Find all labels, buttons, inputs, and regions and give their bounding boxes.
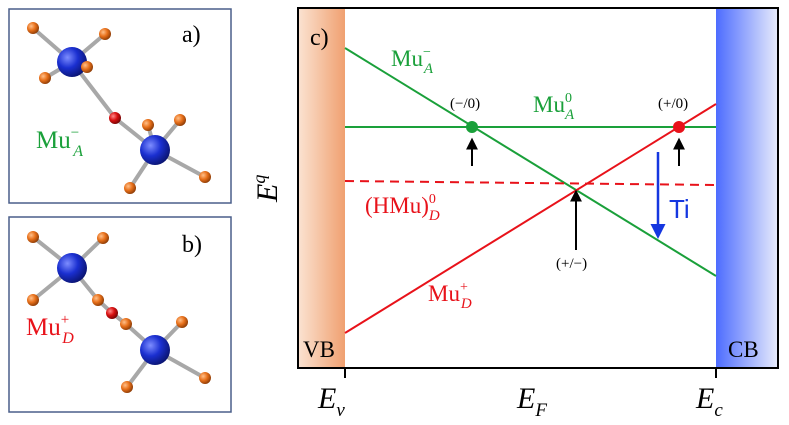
hydrogen-atom xyxy=(27,231,39,243)
hydrogen-atom xyxy=(124,182,136,194)
hydrogen-atom xyxy=(199,171,211,183)
hydrogen-atom xyxy=(121,381,133,393)
heavy-atom xyxy=(140,335,170,365)
plus-minus-label: (+/−) xyxy=(556,256,587,272)
hydrogen-atom xyxy=(176,316,188,328)
hydrogen-atom xyxy=(120,318,132,330)
heavy-atom xyxy=(57,47,87,77)
y-axis-label: Eq xyxy=(249,175,284,203)
ev-tick-label: Ev xyxy=(317,382,345,421)
minus-zero-label: (−/0) xyxy=(450,96,480,112)
panel-a: a) Mu−A xyxy=(8,8,232,204)
x-axis-label: EF xyxy=(516,382,547,421)
panel-b-species: Mu+D xyxy=(26,312,74,347)
panel-a-species: Mu−A xyxy=(36,125,83,160)
minus-zero-point xyxy=(466,121,478,133)
plus-zero-label: (+/0) xyxy=(658,96,688,112)
hydrogen-atom xyxy=(142,119,154,131)
hydrogen-atom xyxy=(39,72,51,84)
valence-band xyxy=(298,8,345,368)
panel-b: b) Mu+D xyxy=(8,216,232,413)
heavy-atom xyxy=(57,253,87,283)
plus-zero-point xyxy=(673,121,685,133)
muonium-atom xyxy=(106,307,118,319)
cb-label: CB xyxy=(728,337,759,362)
panel-c-frame xyxy=(297,7,779,369)
mu-plus-line xyxy=(344,103,717,334)
hydrogen-atom xyxy=(97,232,109,244)
heavy-atom xyxy=(140,135,170,165)
mu-minus-label: Mu−A xyxy=(391,45,434,77)
ti-label: Ti xyxy=(669,194,690,224)
hydrogen-atom xyxy=(99,28,111,40)
ec-tick-label: Ec xyxy=(695,382,723,421)
hydrogen-atom xyxy=(81,61,93,73)
panel-a-label: a) xyxy=(182,22,201,48)
hydrogen-atom xyxy=(27,22,39,34)
mu-plus-label: Mu+D xyxy=(428,280,472,312)
hydrogen-atom xyxy=(174,114,186,126)
mu-minus-line xyxy=(344,47,717,277)
muonium-atom xyxy=(109,112,121,124)
vb-label: VB xyxy=(303,337,335,362)
panel-c-label: c) xyxy=(310,25,329,51)
hydrogen-atom xyxy=(199,372,211,384)
hydrogen-atom xyxy=(27,294,39,306)
hmu-line xyxy=(344,180,717,186)
conduction-band xyxy=(716,8,778,368)
hydrogen-atom xyxy=(92,294,104,306)
panel-b-label: b) xyxy=(182,232,202,258)
